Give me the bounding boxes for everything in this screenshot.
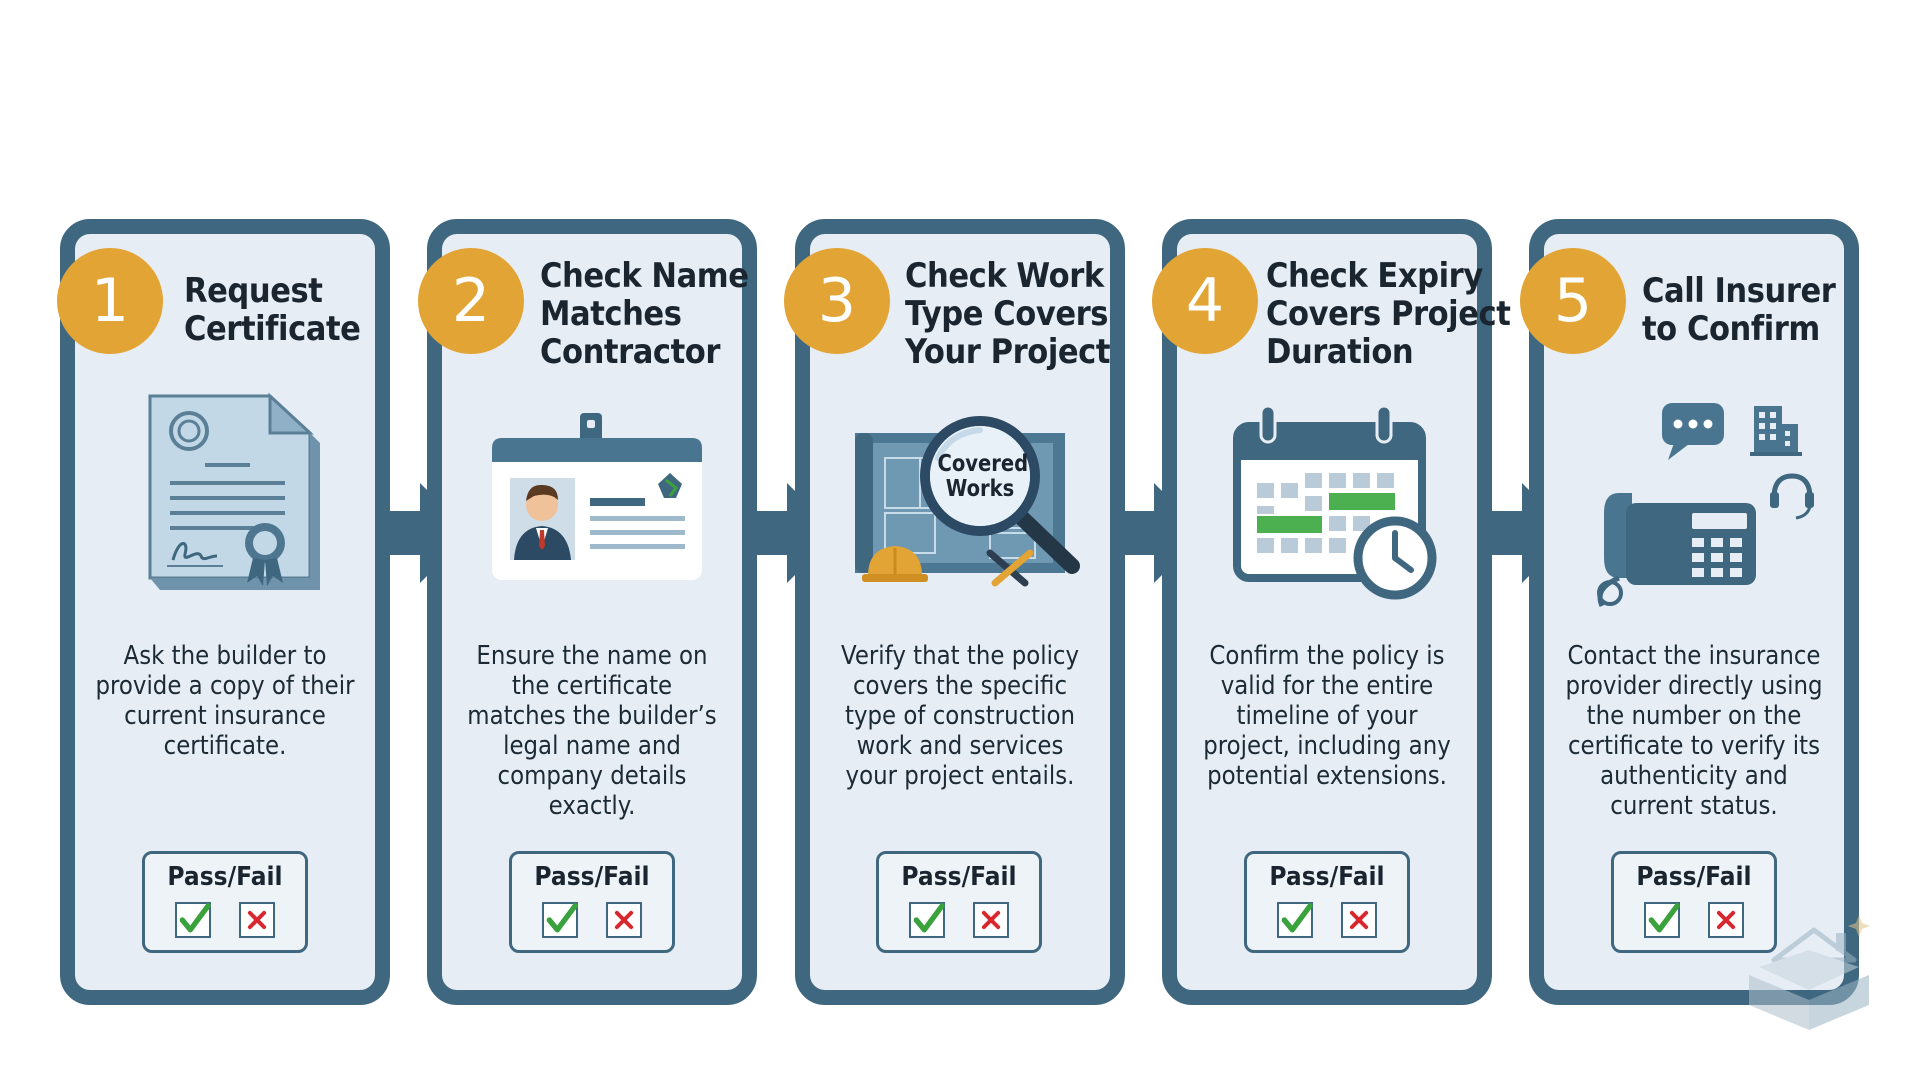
fail-checkbox-3[interactable] [973, 902, 1009, 938]
pass-checkbox-2[interactable] [542, 902, 578, 938]
fail-checkbox-5[interactable] [1708, 902, 1744, 938]
step-title-1: Request Certificate [184, 271, 361, 349]
pass-fail-label-4: Pass/Fail [1269, 862, 1385, 892]
step-title-5: Call Insurer to Confirm [1642, 271, 1836, 349]
pass-fail-box-5: Pass/Fail [1611, 851, 1777, 953]
cross-icon [1349, 910, 1369, 930]
id-badge-icon [472, 388, 722, 608]
cross-icon [981, 910, 1001, 930]
arrow-right-icon [752, 473, 842, 593]
cross-icon [247, 910, 267, 930]
cross-icon [1716, 910, 1736, 930]
cross-icon [614, 910, 634, 930]
check-icon [179, 903, 211, 933]
house-book-logo-icon [1734, 905, 1884, 1035]
step-number-badge-3: 3 [784, 248, 890, 354]
step-description-3: Verify that the policy covers the specif… [840, 641, 1080, 791]
check-icon [1281, 903, 1313, 933]
pass-fail-label-2: Pass/Fail [534, 862, 650, 892]
office-phone-icon [1574, 388, 1824, 608]
pass-fail-box-3: Pass/Fail [876, 851, 1042, 953]
step-description-5: Contact the insurance provider directly … [1565, 641, 1823, 821]
pass-checkbox-4[interactable] [1277, 902, 1313, 938]
fail-checkbox-2[interactable] [606, 902, 642, 938]
arrow-right-icon [1119, 473, 1209, 593]
fail-checkbox-4[interactable] [1341, 902, 1377, 938]
step-title-4: Check Expiry Covers Project Duration [1266, 256, 1511, 372]
check-icon [1648, 903, 1680, 933]
pass-fail-label-3: Pass/Fail [901, 862, 1017, 892]
step-title-2: Check Name Matches Contractor [540, 256, 749, 372]
step-number-badge-2: 2 [418, 248, 524, 354]
step-title-3: Check Work Type Covers Your Project [905, 256, 1111, 372]
blueprint-magnifier-icon: Covered Works [840, 388, 1090, 608]
pass-fail-box-2: Pass/Fail [509, 851, 675, 953]
step-number-badge-4: 4 [1152, 248, 1258, 354]
step-number-badge-1: 1 [57, 248, 163, 354]
pass-fail-box-4: Pass/Fail [1244, 851, 1410, 953]
check-icon [546, 903, 578, 933]
step-description-4: Confirm the policy is valid for the enti… [1203, 641, 1451, 791]
step-number-badge-5: 5 [1520, 248, 1626, 354]
pass-checkbox-3[interactable] [909, 902, 945, 938]
check-icon [913, 903, 945, 933]
calendar-clock-icon [1207, 388, 1457, 608]
pass-fail-label-1: Pass/Fail [167, 862, 283, 892]
pass-checkbox-1[interactable] [175, 902, 211, 938]
magnifier-label: Covered Works [937, 451, 1029, 502]
step-description-1: Ask the builder to provide a copy of the… [95, 641, 355, 761]
step-description-2: Ensure the name on the certificate match… [467, 641, 717, 821]
pass-fail-box-1: Pass/Fail [142, 851, 308, 953]
pass-fail-label-5: Pass/Fail [1636, 862, 1752, 892]
certificate-document-icon [105, 388, 355, 608]
fail-checkbox-1[interactable] [239, 902, 275, 938]
pass-checkbox-5[interactable] [1644, 902, 1680, 938]
